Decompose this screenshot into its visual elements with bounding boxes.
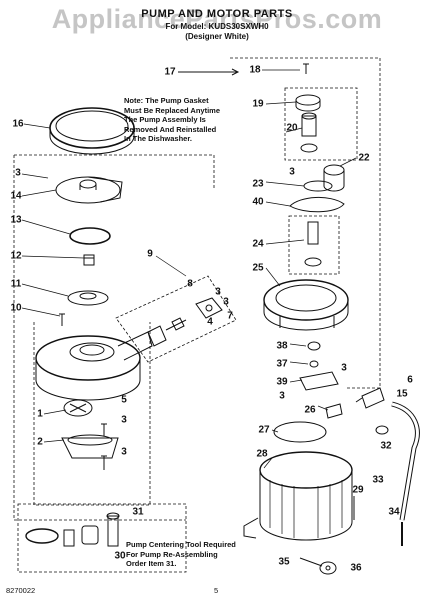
- callout-3-lower: 3: [121, 415, 127, 426]
- callout-8: 8: [187, 279, 193, 290]
- callout-26: 26: [304, 405, 316, 416]
- part-4-screw: [101, 455, 107, 470]
- part-38-washer: [307, 341, 321, 351]
- callout-7: 7: [227, 311, 233, 322]
- callout-39: 39: [276, 377, 288, 388]
- callout-3: 3: [15, 168, 21, 179]
- callout-17: 17: [164, 67, 176, 78]
- part-14-cover: [55, 176, 123, 204]
- part-39-bracket: [299, 371, 339, 391]
- callout-36: 36: [350, 563, 362, 574]
- part-35-screw: [299, 557, 323, 567]
- callout-27: 27: [258, 425, 270, 436]
- part-2-lower-housing: [61, 434, 119, 459]
- part-26-clip: [325, 403, 343, 419]
- motor-wiring: [243, 517, 259, 539]
- part-24-shaft: [304, 221, 322, 267]
- callout-16: 16: [12, 119, 24, 130]
- callout-24: 24: [252, 239, 264, 250]
- callout-40: 40: [252, 197, 264, 208]
- part-12-nut: [83, 254, 95, 266]
- model-number: For Model: KUDS30SXWH0: [165, 22, 269, 31]
- footer-page-number: 5: [214, 586, 219, 595]
- part-27-disc: [273, 421, 327, 443]
- part-9-diverter: [147, 297, 223, 347]
- part-5-screw: [101, 423, 107, 436]
- callout-18: 18: [249, 65, 261, 76]
- callout-numbers: 16 3 14 13 12 11 10 1 2 5 3 3 9 8 3 3 7 …: [10, 65, 413, 574]
- callout-25: 25: [252, 263, 264, 274]
- part-11-impeller: [67, 290, 109, 306]
- diagram-title: PUMP AND MOTOR PARTS: [141, 8, 293, 20]
- callout-30: 30: [114, 551, 126, 562]
- part-22-cylinder: [323, 164, 345, 192]
- callout-20: 20: [286, 123, 298, 134]
- callout-28: 28: [256, 449, 268, 460]
- callout-23: 23: [252, 179, 264, 190]
- callout-37: 37: [276, 359, 288, 370]
- callout-4: 4: [207, 317, 213, 328]
- part-13-ring: [69, 227, 111, 245]
- part-28-motor: [259, 451, 353, 541]
- part-15-fitting: [361, 387, 385, 409]
- callout-3-right: 3: [215, 287, 221, 298]
- part-33-drain-hose: [391, 401, 420, 521]
- callout-3-39: 3: [279, 391, 285, 402]
- part-37-seal: [309, 360, 319, 368]
- callout-11: 11: [11, 279, 22, 290]
- callout-3-side: 3: [341, 363, 347, 374]
- part-36-knob: [319, 561, 337, 575]
- callout-19: 19: [252, 99, 264, 110]
- part-31-centering-tool: [106, 512, 120, 547]
- callout-5: 5: [121, 395, 127, 406]
- callout-33: 33: [372, 475, 384, 486]
- part-20-tower: [300, 112, 318, 153]
- part-30-gasket-kit: [25, 525, 99, 547]
- callout-9: 9: [147, 249, 153, 260]
- part-32-clamp: [375, 425, 389, 435]
- pump-housing: [35, 331, 153, 401]
- callout-13: 13: [10, 215, 22, 226]
- arrow-17: [231, 68, 240, 76]
- part-18-screw: [303, 63, 309, 74]
- part-6-connector: [355, 397, 363, 403]
- callout-14: 14: [10, 191, 22, 202]
- centering-tool-note: Pump Centering Tool Required For Pump Re…: [126, 540, 236, 568]
- part-23-plate: [303, 180, 333, 192]
- pump-gasket-note: Note: The Pump Gasket Must Be Replaced A…: [124, 96, 220, 143]
- callout-15: 15: [396, 389, 408, 400]
- assembly-boundaries: [13, 57, 381, 573]
- part-40-impeller-plate: [289, 197, 345, 213]
- part-19-spray-arm-hub: [295, 94, 321, 112]
- callout-3-bottom: 3: [121, 447, 127, 458]
- watermark: AppliancePartsPros.com: [51, 4, 383, 34]
- part-25-motor-mount: [263, 279, 349, 331]
- callout-38: 38: [276, 341, 288, 352]
- part-10-screw: [59, 313, 65, 326]
- callout-34: 34: [388, 507, 400, 518]
- callout-3-upper: 3: [289, 167, 295, 178]
- callout-35: 35: [278, 557, 290, 568]
- callout-12: 12: [10, 251, 22, 262]
- leader-lines: [21, 69, 357, 469]
- callout-1: 1: [37, 409, 43, 420]
- part-1-filter: [63, 399, 93, 417]
- footer-code: 8270022: [6, 586, 36, 595]
- part-16-pump-gasket: [49, 107, 135, 155]
- callout-3-diverter: 3: [223, 297, 229, 308]
- callout-22: 22: [358, 153, 370, 164]
- callout-2: 2: [37, 437, 43, 448]
- callout-6: 6: [407, 375, 413, 386]
- callout-10: 10: [10, 303, 22, 314]
- callout-29: 29: [352, 485, 364, 496]
- callout-31: 31: [132, 507, 144, 518]
- model-color: (Designer White): [185, 32, 249, 41]
- callout-32: 32: [380, 441, 392, 452]
